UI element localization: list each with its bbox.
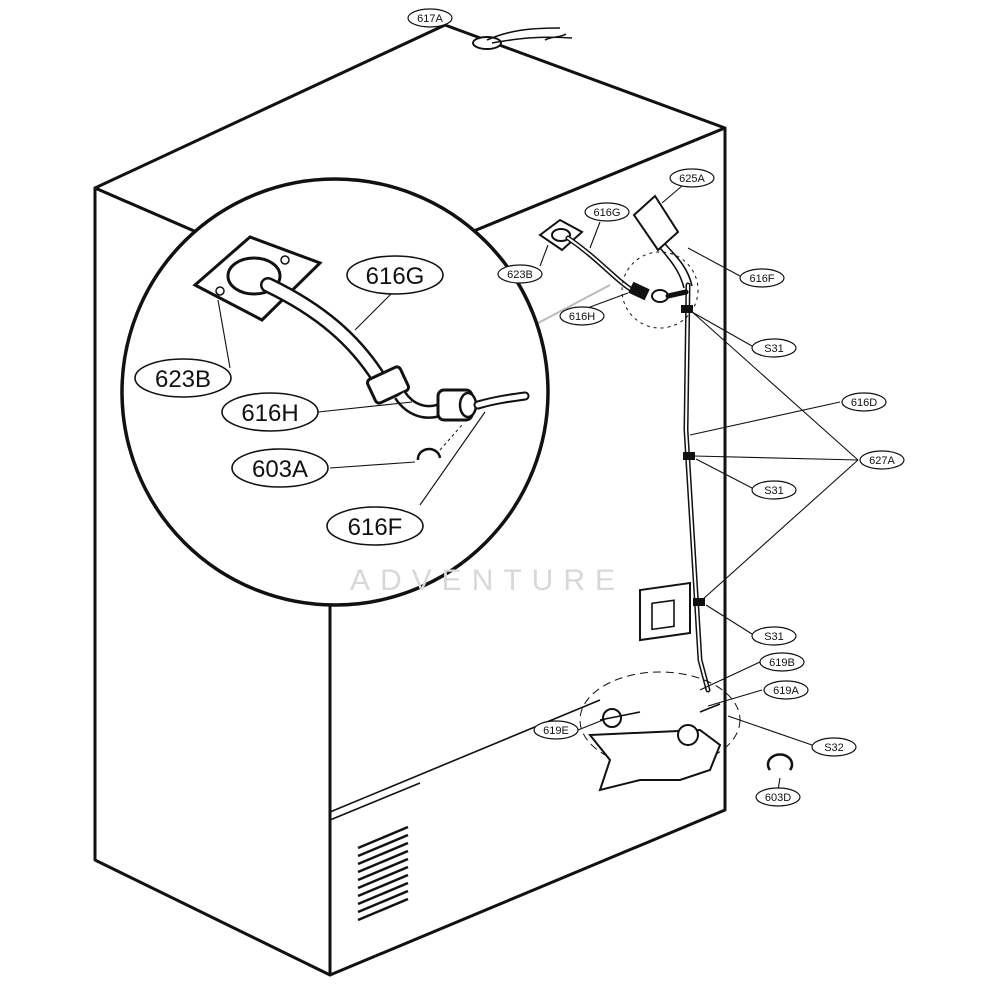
top-inlet-grommet <box>472 27 573 50</box>
elbow-fitting <box>436 388 478 422</box>
sleeve-616H <box>366 365 443 419</box>
svg-text:S31: S31 <box>764 343 784 355</box>
svg-text:S31: S31 <box>764 485 784 497</box>
svg-text:616D: 616D <box>851 397 877 409</box>
svg-text:617A: 617A <box>417 13 443 25</box>
back-lower-panel-line-2 <box>329 782 421 821</box>
callout-619A: 619A <box>763 680 809 700</box>
callout-616F-big: 616F <box>326 506 424 546</box>
leader-lines <box>217 185 859 791</box>
callout-603D: 603D <box>755 787 801 807</box>
watermark-text: ADVENTURE <box>350 564 625 597</box>
upper-fitting-assembly <box>538 194 699 329</box>
svg-text:S31: S31 <box>764 631 784 643</box>
svg-text:616H: 616H <box>569 311 595 323</box>
callout-617A: 617A <box>407 8 453 28</box>
clip-603A <box>416 447 442 461</box>
svg-text:616H: 616H <box>241 400 298 427</box>
clamp-mid <box>683 452 695 460</box>
svg-text:616F: 616F <box>348 514 403 541</box>
callout-603A-big: 603A <box>231 448 329 488</box>
svg-text:627A: 627A <box>869 455 895 467</box>
callout-S31-low: S31 <box>751 626 797 646</box>
svg-text:623B: 623B <box>155 366 211 393</box>
svg-text:625A: 625A <box>679 173 705 185</box>
callout-S32: S32 <box>811 737 857 757</box>
lower-valve-assembly <box>579 581 794 792</box>
clamp-low <box>693 598 705 606</box>
callout-616G-small: 616G <box>584 202 630 222</box>
svg-text:S32: S32 <box>824 742 844 754</box>
callout-S31-top: S31 <box>751 338 797 358</box>
callout-S31-mid: S31 <box>751 480 797 500</box>
callout-616H-big: 616H <box>221 392 319 432</box>
svg-text:603D: 603D <box>765 792 791 804</box>
plate-623B-large <box>192 235 323 322</box>
callout-625A: 625A <box>669 168 715 188</box>
water-tube-616D <box>681 282 711 693</box>
svg-text:603A: 603A <box>252 456 308 483</box>
callout-616H-small: 616H <box>559 306 605 326</box>
filter-625A <box>632 194 680 252</box>
callout-623B-small: 623B <box>497 264 543 284</box>
svg-text:616F: 616F <box>749 273 774 285</box>
callout-616D: 616D <box>841 392 887 412</box>
svg-text:619A: 619A <box>773 685 799 697</box>
svg-text:623B: 623B <box>507 269 533 281</box>
callout-616G-big: 616G <box>346 255 444 295</box>
callout-619E: 619E <box>533 720 579 740</box>
callout-623B-big: 623B <box>134 358 232 398</box>
callout-627A: 627A <box>859 450 905 470</box>
clamp-top <box>681 305 693 313</box>
back-lower-panel-line <box>329 699 601 813</box>
svg-text:619B: 619B <box>769 657 795 669</box>
callout-616F-small: 616F <box>739 268 785 288</box>
svg-text:619E: 619E <box>543 725 569 737</box>
vent-grille <box>357 825 409 922</box>
magnified-detail-inset <box>120 177 611 607</box>
callout-619B: 619B <box>759 652 805 672</box>
svg-text:616G: 616G <box>366 263 425 290</box>
svg-text:616G: 616G <box>594 207 621 219</box>
